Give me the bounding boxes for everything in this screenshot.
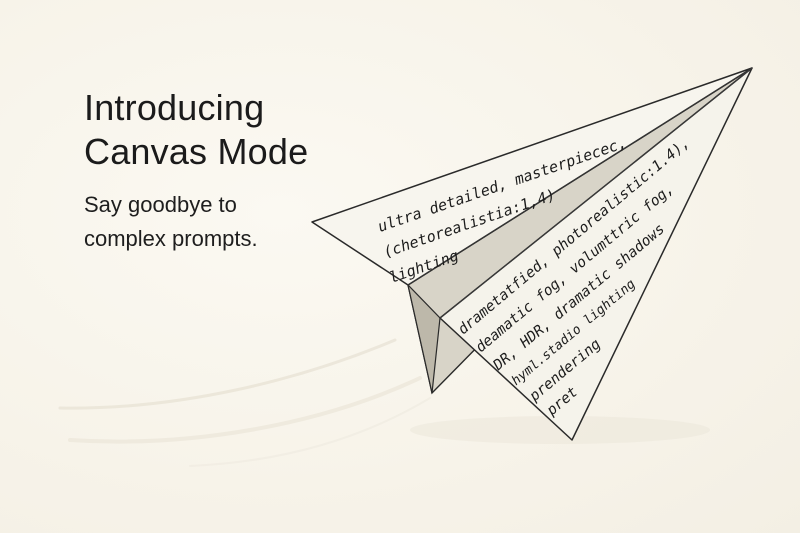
- subheadline-line-1: Say goodbye to: [84, 192, 237, 217]
- subheadline-line-2: complex prompts.: [84, 226, 258, 251]
- airplane-shadow: [410, 416, 710, 444]
- headline-line-2: Canvas Mode: [84, 131, 309, 172]
- airplane-keel-shade: [406, 283, 441, 394]
- headline: Introducing Canvas Mode: [84, 86, 308, 174]
- headline-line-1: Introducing: [84, 87, 265, 128]
- motion-swoosh-lines: [58, 338, 431, 467]
- subheadline: Say goodbye to complex prompts.: [84, 188, 258, 256]
- airplane-wing-crease: [439, 67, 753, 319]
- airplane-center-crease: [407, 67, 753, 286]
